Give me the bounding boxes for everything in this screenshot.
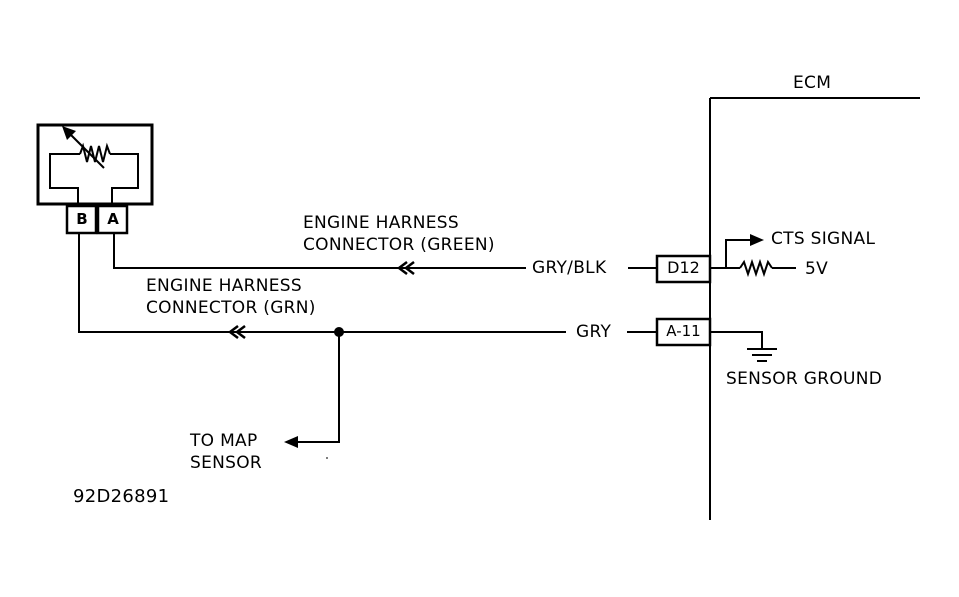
sensor-ground-label: SENSOR GROUND (726, 369, 883, 389)
pin-b-box (65, 204, 98, 235)
pin-b-label: B (76, 210, 88, 228)
connector-chevron-icon (227, 325, 239, 339)
map-arrowhead-icon (284, 436, 298, 448)
cts-signal-label: CTS SIGNAL (771, 229, 876, 249)
thermistor-resistor-icon (79, 142, 111, 163)
cts-arrowhead-icon (750, 234, 764, 246)
sensor-internal-wire-right (110, 153, 139, 206)
lower-harness-line1: ENGINE HARNESS (146, 276, 302, 296)
signal-wire (113, 233, 526, 269)
cts-signal-line (725, 239, 752, 268)
sensor-internal-wire (49, 153, 80, 206)
pin-a-label: A (107, 210, 119, 228)
ground-wire-color: GRY (576, 322, 612, 342)
connector-chevron-icon (403, 261, 415, 275)
pullup-resistor-icon (739, 258, 773, 278)
variable-arrow-icon (67, 131, 105, 169)
pin-a-box (96, 204, 129, 235)
variable-arrowhead-icon (62, 126, 76, 140)
terminal-a11-label: A-11 (666, 322, 701, 340)
lower-harness-line2: CONNECTOR (GRN) (146, 298, 316, 318)
reference-voltage-label: 5V (805, 259, 829, 279)
terminal-d12-label: D12 (667, 258, 700, 277)
ground-wire (78, 233, 566, 333)
figure-id: 92D26891 (73, 486, 170, 507)
speck (326, 457, 328, 459)
ecm-label: ECM (793, 73, 832, 93)
coolant-temp-sensor (36, 123, 154, 206)
signal-wire-color: GRY/BLK (532, 258, 607, 278)
map-sensor-line1: TO MAP (190, 431, 258, 451)
sensor-ground-line (710, 331, 763, 349)
upper-harness-line2: CONNECTOR (GREEN) (303, 235, 495, 255)
map-sensor-wire (296, 332, 340, 443)
upper-harness-line1: ENGINE HARNESS (303, 213, 459, 233)
splice-dot (334, 327, 344, 337)
connector-chevron-icon (234, 325, 246, 339)
connector-chevron-icon (396, 261, 408, 275)
map-sensor-line2: SENSOR (190, 453, 263, 473)
